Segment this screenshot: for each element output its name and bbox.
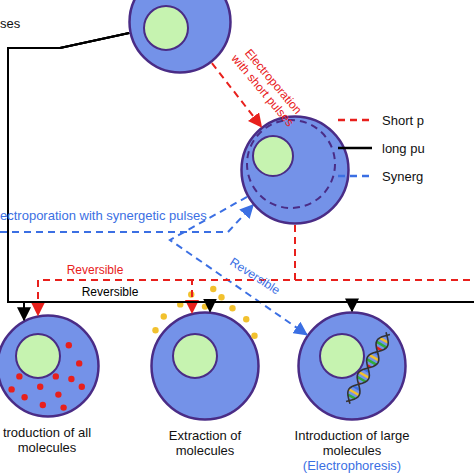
legend-text: Synerg <box>382 169 423 184</box>
dna-strand <box>343 330 393 405</box>
dna-base-pair <box>369 355 378 360</box>
dna-strand <box>343 330 393 405</box>
small-molecule <box>76 360 82 366</box>
small-molecule <box>40 402 46 408</box>
small-molecule <box>21 394 27 400</box>
legend-swatch <box>336 112 374 128</box>
pulse-line <box>0 205 253 232</box>
cell-nucleus <box>144 6 188 50</box>
dna-base-pair <box>376 342 386 348</box>
process-connector <box>8 33 210 311</box>
edge-label: Reversible <box>218 248 293 303</box>
extracted-molecule <box>210 286 216 292</box>
caption-box: troduction of all molecules <box>1 425 93 455</box>
cell-caption: troduction of all molecules <box>1 425 93 455</box>
extracted-molecule <box>202 303 208 309</box>
cell-node <box>240 115 350 225</box>
pulse-line <box>295 279 474 281</box>
cell-membrane <box>0 316 99 417</box>
cell-nucleus <box>253 136 293 176</box>
extracted-molecule <box>218 294 224 300</box>
process-connector <box>38 225 295 315</box>
legend-swatch <box>336 140 374 156</box>
legend-line <box>338 119 372 122</box>
cell-node <box>128 0 232 74</box>
legend-line <box>338 175 372 178</box>
caption-box: Extraction of molecules <box>140 428 270 458</box>
pulse-label: ses <box>0 16 20 31</box>
extracted-molecule <box>152 327 158 333</box>
cell-node: Introduction of large molecules(Electrop… <box>297 311 407 421</box>
cell-caption: Introduction of large molecules <box>289 428 415 458</box>
small-molecule <box>79 384 85 390</box>
extracted-molecule <box>188 291 194 297</box>
edge-label: Reversible <box>70 285 150 299</box>
caption-box: Introduction of large molecules(Electrop… <box>289 428 415 473</box>
small-molecule <box>8 386 14 392</box>
small-molecule <box>66 342 72 348</box>
extracted-molecule <box>161 313 167 319</box>
small-molecule <box>68 376 74 382</box>
small-molecule <box>53 373 59 379</box>
cell-shape <box>240 115 350 225</box>
small-molecule <box>37 384 43 390</box>
legend-row: long pu <box>336 140 425 156</box>
process-connector <box>8 33 352 311</box>
cell-shape <box>297 311 407 421</box>
dna-base-pair <box>359 372 369 378</box>
cell-membrane <box>299 313 406 420</box>
cell-nucleus <box>173 334 217 378</box>
pulse-line <box>352 301 474 303</box>
edge-label: Electroporation with short pulses <box>224 37 313 135</box>
cell-nucleus <box>320 334 364 378</box>
dna-helix <box>343 330 393 405</box>
legend-text: long pu <box>382 141 425 156</box>
cell-nucleus <box>16 334 60 378</box>
cell-membrane <box>152 313 259 420</box>
cell-node: troduction of all molecules <box>0 314 100 418</box>
extracted-molecule <box>243 316 249 322</box>
legend-line <box>338 147 372 150</box>
small-molecule <box>60 404 66 410</box>
pulse-line <box>8 47 60 49</box>
legend-swatch <box>336 168 374 184</box>
edge-label: Reversible <box>55 263 135 277</box>
pulse-label: ectroporation with synergetic pulses <box>0 208 207 223</box>
small-molecule <box>55 391 61 397</box>
permeabilized-membrane <box>247 120 335 208</box>
extracted-molecule <box>251 333 257 339</box>
cell-caption: Extraction of molecules <box>140 428 270 458</box>
cell-membrane <box>130 0 231 73</box>
cell-caption: (Electrophoresis) <box>289 458 415 473</box>
cell-shape <box>150 311 260 421</box>
extracted-molecule <box>229 305 235 311</box>
small-molecule <box>16 373 22 379</box>
process-connector <box>192 225 295 313</box>
cell-shape <box>128 0 232 74</box>
dna-base-pair <box>349 389 359 395</box>
cell-shape <box>0 314 100 418</box>
cell-node: Extraction of molecules <box>150 311 260 421</box>
legend-row: Short p <box>336 112 424 128</box>
legend-text: Short p <box>382 113 424 128</box>
legend-row: Synerg <box>336 168 423 184</box>
extracted-molecule <box>177 301 183 307</box>
dna-base-pair <box>367 359 377 365</box>
cell-membrane <box>242 117 349 224</box>
